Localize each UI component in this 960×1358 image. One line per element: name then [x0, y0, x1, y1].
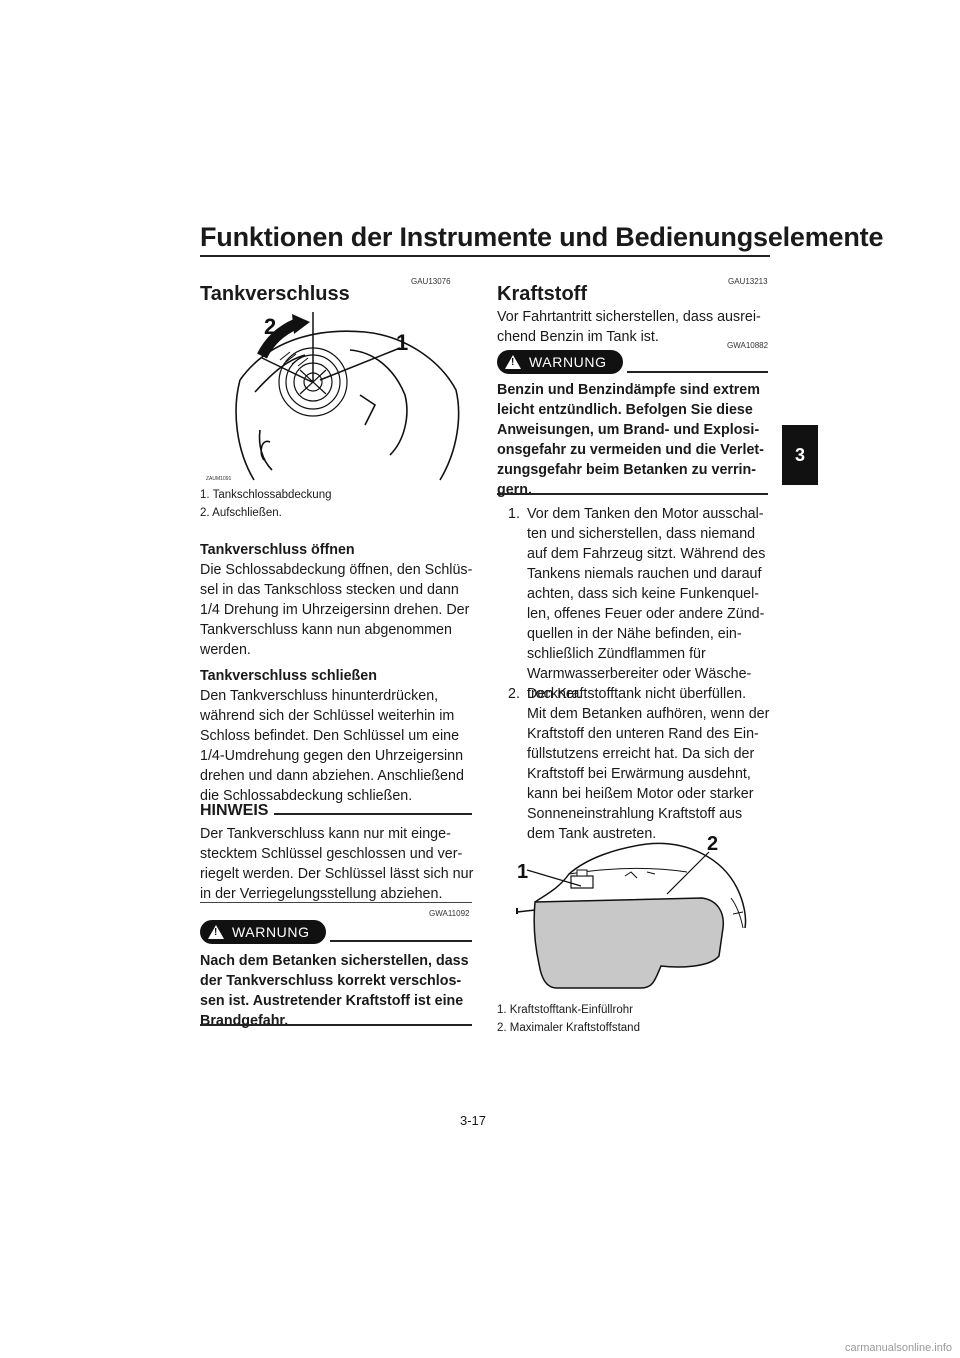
hinweis-text: Der Tankverschluss kann nur mit einge- s… [200, 824, 473, 904]
text-line: Sonneneinstrahlung Kraftstoff aus [527, 806, 743, 822]
warning-rule [627, 371, 768, 373]
section-code: GAU13213 [728, 277, 768, 286]
text-line: Nach dem Betanken sicherstellen, dass [200, 953, 469, 969]
text-line: der Tankverschluss korrekt verschlos- [200, 973, 462, 989]
text-line: füllstutzens erreicht hat. Da sich der [527, 746, 755, 762]
text-line: kann bei heißem Motor oder starker [527, 786, 754, 802]
page-number: 3-17 [460, 1113, 487, 1128]
fig1-id: ZAUM1091 [206, 476, 232, 482]
text-line: Mit dem Betanken aufhören, wenn der [527, 706, 770, 722]
text-line: Der Tankverschluss kann nur mit einge- [200, 826, 451, 842]
list-number-2: 2. [508, 686, 520, 702]
text-line: Den Tankverschluss hinunterdrücken, [200, 688, 439, 704]
warning-badge: ! WARNUNG [497, 350, 623, 374]
text-line: werden. [200, 642, 251, 658]
text-line: 1/4 Drehung im Uhrzeigersinn drehen. Der [200, 602, 470, 618]
text-line: während sich der Schlüssel weiterhin im [200, 708, 455, 724]
intro-text: Vor Fahrtantritt sicherstellen, dass aus… [497, 307, 761, 347]
warning-icon: ! [208, 925, 224, 939]
text-line: Anweisungen, um Brand- und Explosi- [497, 422, 760, 438]
text-line: dem Tank austreten. [527, 826, 657, 842]
page-header-title: Funktionen der Instrumente und Bedienung… [200, 222, 884, 252]
fig2-label-1: 1 [517, 861, 528, 883]
text-line: schließlich Zündflammen für [527, 646, 706, 662]
warning-text: Benzin und Benzindämpfe sind extrem leic… [497, 380, 764, 500]
text-line: Brandgefahr. [200, 1013, 289, 1029]
text-line: chend Benzin im Tank ist. [497, 329, 659, 345]
text-line: Kraftstoff den unteren Rand des Ein- [527, 726, 759, 742]
warning-badge: ! WARNUNG [200, 920, 326, 944]
text-line: Die Schlossabdeckung öffnen, den Schlüs- [200, 562, 473, 578]
text-line: Tankverschluss kann nun abgenommen [200, 622, 452, 638]
text-line: sel in das Tankschloss stecken und dann [200, 582, 459, 598]
text-line: auf dem Fahrzeug sitzt. Während des [527, 546, 766, 562]
text-line: zungsgefahr beim Betanken zu verrin- [497, 462, 756, 478]
list-number-1: 1. [508, 506, 520, 522]
list-item-1: Vor dem Tanken den Motor ausschal- ten u… [527, 504, 765, 704]
text-line: Benzin und Benzindämpfe sind extrem [497, 382, 760, 398]
text-line: len, offenes Feuer oder andere Zünd- [527, 606, 765, 622]
warning-code: GWA10882 [727, 341, 769, 350]
warning-icon: ! [505, 355, 521, 369]
text-line: Schloss befindet. Den Schlüssel um eine [200, 728, 460, 744]
fig1-label-2: 2 [264, 314, 276, 339]
fig2-label-2: 2 [707, 833, 718, 855]
text-line: 1/4-Umdrehung gegen den Uhrzeigersinn [200, 748, 464, 764]
warning-rule [330, 940, 472, 942]
fuel-cap-illustration: 2 1 ZAUM1091 [206, 312, 460, 482]
warning-end-rule [200, 1024, 472, 1026]
text-line: leicht entzündlich. Befolgen Sie diese [497, 402, 753, 418]
subheading-close: Tankverschluss schließen [200, 668, 377, 684]
warning-code: GWA11092 [429, 909, 470, 918]
text-line: Warmwasserbereiter oder Wäsche- [527, 666, 752, 682]
text-line: Vor dem Tanken den Motor ausschal- [527, 506, 764, 522]
text-line: gern. [497, 482, 532, 498]
text-line: stecktem Schlüssel geschlossen und ver- [200, 846, 463, 862]
hinweis-rule [274, 813, 472, 815]
footer-watermark: carmanualsonline.info [844, 1342, 952, 1354]
text-line: Tankens niemals rauchen und darauf [527, 566, 762, 582]
fig1-caption-2: 2. Aufschließen. [200, 507, 282, 519]
warning-end-rule [497, 493, 768, 495]
warning-label: WARNUNG [232, 924, 310, 940]
warning-text: Nach dem Betanken sicherstellen, dass de… [200, 951, 469, 1031]
warning-label: WARNUNG [529, 354, 607, 370]
text-line: sen ist. Austretender Kraftstoff ist ein… [200, 993, 464, 1009]
text-line: Vor Fahrtantritt sicherstellen, dass aus… [497, 309, 761, 325]
text-line: trockner. [527, 686, 582, 702]
text-line: die Schlossabdeckung schließen. [200, 788, 413, 804]
fig1-label-1: 1 [396, 330, 408, 355]
text-line: Kraftstoff bei Erwärmung ausdehnt, [527, 766, 751, 782]
fig1-caption-1: 1. Tankschlossabdeckung [200, 489, 332, 501]
fig2-caption-2: 2. Maximaler Kraftstoffstand [497, 1022, 640, 1034]
text-line: onsgefahr zu vermeiden und die Verlet- [497, 442, 764, 458]
text-line: drehen und dann abziehen. Anschließend [200, 768, 464, 784]
text-line: in der Verriegelungsstellung abziehen. [200, 886, 443, 902]
section-heading-tankverschluss: Tankverschluss [200, 283, 350, 305]
hinweis-label: HINWEIS [200, 802, 269, 819]
text-line: riegelt werden. Der Schlüssel lässt sich… [200, 866, 474, 882]
paragraph-close: Den Tankverschluss hinunterdrücken, währ… [200, 686, 464, 806]
list-item-2: Den Kraftstofftank nicht überfüllen. Mit… [527, 684, 769, 844]
text-line: achten, dass sich keine Funkenquel- [527, 586, 760, 602]
header-rule [200, 255, 770, 257]
text-line: quellen in der Nähe befinden, ein- [527, 626, 742, 642]
paragraph-open: Die Schlossabdeckung öffnen, den Schlüs-… [200, 560, 472, 660]
fig2-caption-1: 1. Kraftstofftank-Einfüllrohr [497, 1004, 633, 1016]
text-line: Den Kraftstofftank nicht überfüllen. [527, 686, 747, 702]
chapter-tab: 3 [782, 425, 818, 485]
subheading-open: Tankverschluss öffnen [200, 542, 355, 558]
text-line: ten und sicherstellen, dass niemand [527, 526, 756, 542]
section-heading-kraftstoff: Kraftstoff [497, 283, 587, 305]
hinweis-end-rule [200, 902, 472, 903]
fuel-tank-illustration: 1 2 [516, 833, 747, 989]
section-code: GAU13076 [411, 277, 451, 286]
